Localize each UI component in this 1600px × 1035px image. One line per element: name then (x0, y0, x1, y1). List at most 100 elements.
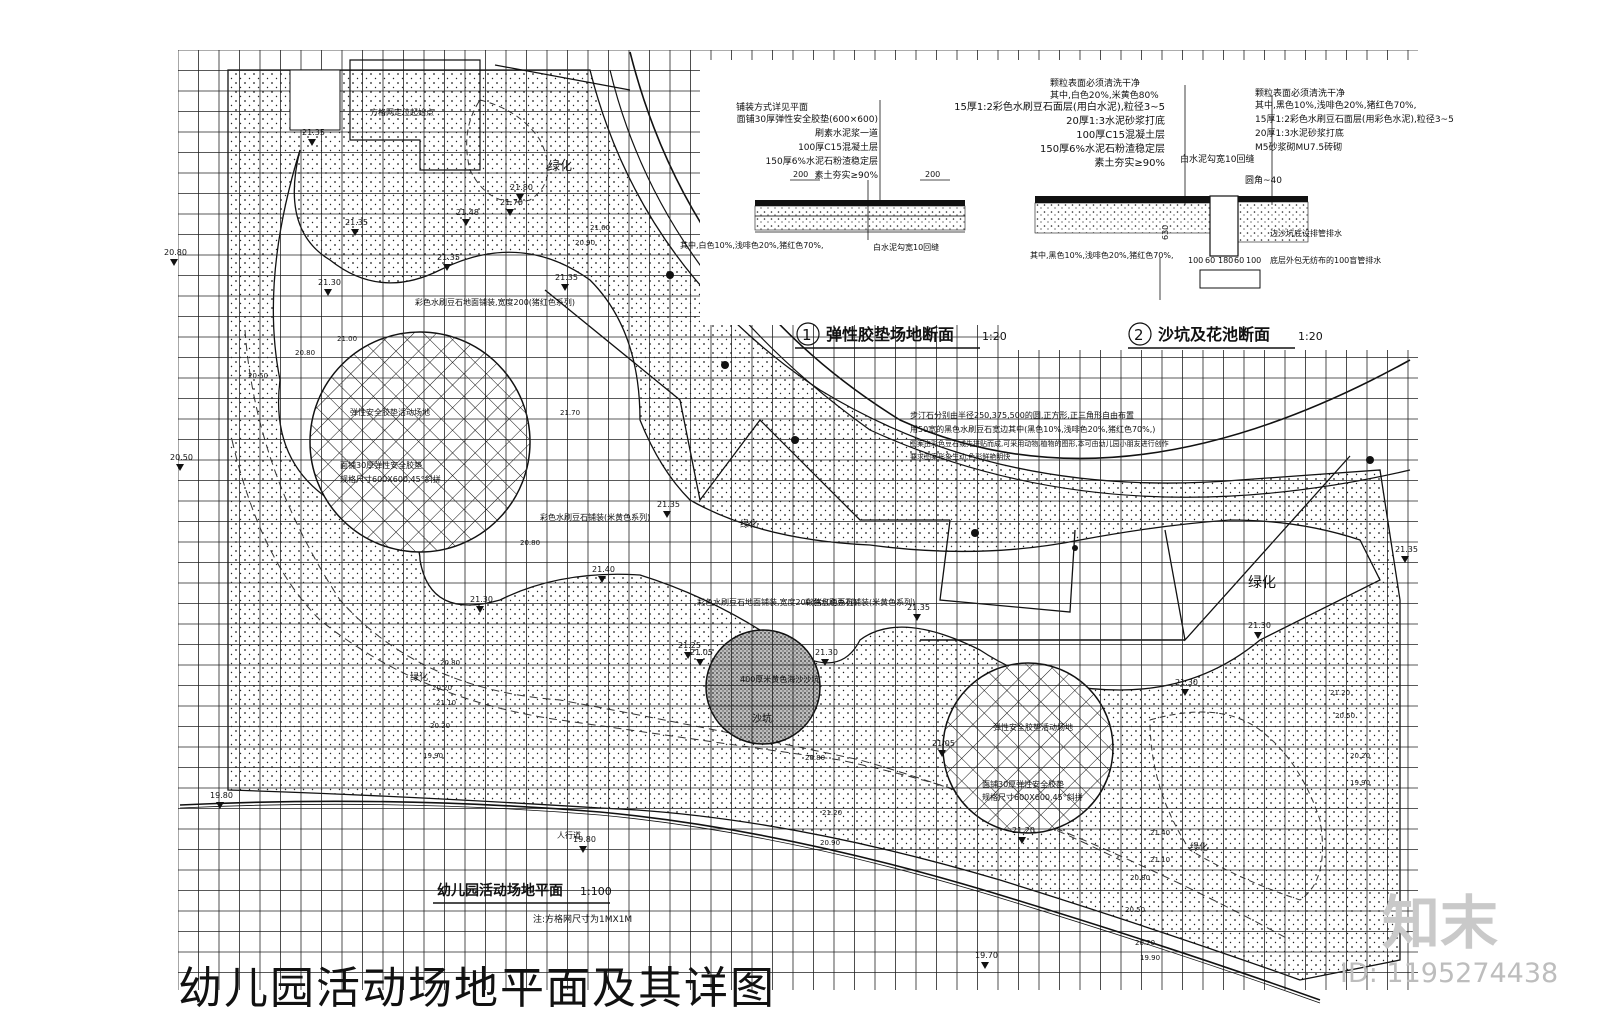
rubber-pad-area-1 (309, 331, 531, 553)
contour-label: 21.20 (822, 809, 842, 817)
note-e: 规格尺寸600X600,45°斜拼 (340, 474, 441, 484)
elevation-marker-icon (170, 259, 178, 266)
s2-dim-1: 60 (1205, 256, 1215, 265)
note-h: 图案由彩色豆石或先拼贴而成,可采用动物,植物的图形,本可由幼儿园小朋友进行创作 (910, 439, 1169, 448)
s2-left-0: 颗粒表面必须清洗干净 (1050, 77, 1140, 89)
contour-label: 19.90 (423, 752, 443, 760)
s1-layer-5: 素土夯实≥90% (814, 169, 878, 181)
elevation-marker-icon (516, 194, 524, 201)
note-k: 彩色水刷豆石铺装(米黄色系列) (805, 597, 915, 607)
elevation-marker-icon (506, 209, 514, 216)
s2-right-3: 20厚1:3水泥砂浆打底 (1255, 127, 1344, 139)
note-g: 用50宽的黑色水刷豆石宽边其中(黑色10%,浅啡色20%,猪红色70%,) (910, 424, 1155, 434)
note-i: 要求图案形象生动,色彩鲜艳明快 (910, 452, 1010, 461)
spot-elevation: 21.70 (500, 198, 523, 207)
s1-dim-b: 200 (925, 170, 940, 179)
note-a: 彩色水刷豆石地面铺装,宽度200(猪红色系列) (415, 297, 575, 307)
elevation-marker-icon (476, 606, 484, 613)
s2-dim-0: 100 (1188, 256, 1203, 265)
elevation-marker-icon (938, 750, 946, 757)
s2-bottom: 底层外包无纺布的100盲管排水 (1270, 255, 1381, 265)
s2-depth: 630 (1161, 225, 1170, 240)
elevation-marker-icon (663, 511, 671, 518)
note-f: 步汀石分别由半径250,375,500的圆,正方形,正三角形自由布置 (910, 410, 1134, 420)
spot-elevation: 21.20 (1012, 826, 1035, 835)
contour-label: 20.80 (1130, 874, 1150, 882)
section-1-drawing (754, 100, 966, 240)
spot-elevation: 21.30 (470, 595, 493, 604)
sand-label: 沙坑 (752, 712, 772, 725)
s2-drain: 边沙坑底设排管排水 (1270, 228, 1342, 238)
spot-elevation: 19.80 (573, 835, 596, 844)
spot-elevation: 19.70 (975, 951, 998, 960)
spot-elevations: 21.3521.3521.3021.3521.3521.3521.4021.30… (164, 128, 1418, 969)
s2-scale: 1:20 (1298, 330, 1323, 343)
contour-label: 19.90 (1140, 954, 1160, 962)
note-j: 彩色水刷豆石地面铺装,宽度200(猪红色系列) (697, 597, 857, 607)
spot-elevation: 21.30 (318, 278, 341, 287)
contour-labels: 20.80 20.50 21.00 20.80 20.80 20.20 21.10 20.20… (248, 224, 1370, 962)
contour-label: 20.50 (1125, 906, 1145, 914)
contour-label: 20.90 (820, 839, 840, 847)
spot-elevation: 21.05 (690, 648, 713, 657)
section-2-drawing (1034, 85, 1309, 300)
s2-dim-2: 180 (1218, 256, 1233, 265)
note-n: 面铺30厚弹性安全胶垫 (982, 779, 1064, 789)
s2-left-3: 20厚1:3水泥砂浆打底 (1066, 114, 1165, 127)
elevation-marker-icon (913, 614, 921, 621)
spot-elevation: 21.30 (1248, 621, 1271, 630)
elevation-marker-icon (216, 802, 224, 809)
contour-label: 21.60 (590, 224, 610, 232)
rubber-pad-area-2 (942, 662, 1114, 834)
contour-label: 21.20 (1330, 689, 1350, 697)
plan-scale: 1:100 (580, 885, 612, 898)
contour-label: 20.80 (805, 754, 825, 762)
s2-right-4: M5砂浆砌MU7.5砖砌 (1255, 141, 1342, 153)
s1-layer-1: 面铺30厚弹性安全胶垫(600×600) (737, 113, 878, 125)
elevation-marker-icon (176, 464, 184, 471)
site-boundary (179, 800, 1321, 1001)
spot-elevation: 21.80 (510, 183, 533, 192)
s2-left-5: 150厚6%水泥石粉渣稳定层 (1040, 142, 1165, 155)
sidewalk-label: 人行道 (557, 830, 581, 840)
spot-elevation: 21.05 (932, 739, 955, 748)
elevation-marker-icon (579, 846, 587, 853)
green-label-3: 绿化 (740, 518, 758, 530)
contour-label: 20.80 (440, 659, 460, 667)
s1-layer-4: 150厚6%水泥石粉渣稳定层 (766, 155, 878, 167)
contour-label: 20.20 (1135, 939, 1155, 947)
spot-elevation: 21.35 (437, 253, 460, 262)
s1-layer-3: 100厚C15混凝土层 (798, 141, 878, 153)
elevation-marker-icon (351, 229, 359, 236)
contour-label: 20.80 (295, 349, 315, 357)
note-l: 400厚米黄色海沙沙坑 (740, 674, 819, 684)
s1-scale: 1:20 (982, 330, 1007, 343)
elevation-marker-icon (696, 659, 704, 666)
elevation-marker-icon (821, 659, 829, 666)
note-p: 方格网定位起始点 (370, 107, 434, 117)
contour-label: 20.20 (432, 684, 452, 692)
green-label-1: 绿化 (548, 158, 572, 173)
contour-label: 21.10 (436, 699, 456, 707)
contour-label: 20.20 (1350, 752, 1370, 760)
contour-label: 21.00 (337, 335, 357, 343)
elevation-marker-icon (1181, 689, 1189, 696)
contour-label: 21.40 (1150, 829, 1170, 837)
contour-label: 21.70 (560, 409, 580, 417)
s1-mix: 其中,白色10%,浅啡色20%,猪红色70%, (680, 240, 824, 250)
elevation-marker-icon (684, 652, 692, 659)
contour-label: 20.50 (1335, 712, 1355, 720)
plan-title: 幼儿园活动场地平面 (437, 882, 563, 899)
building-edge (629, 51, 1411, 460)
spot-elevation: 21.25 (678, 641, 701, 650)
s2-left-4: 100厚C15混凝土层 (1076, 128, 1165, 141)
contour-label: 20.80 (520, 539, 540, 547)
s2-joint: 白水泥勾宽10回缝 (1180, 153, 1254, 165)
spot-elevation: 20.50 (170, 453, 193, 462)
elevation-marker-icon (1018, 837, 1026, 844)
contour-label: 20.20 (430, 722, 450, 730)
contour-label: 21.10 (1150, 856, 1170, 864)
s1-number: 1 (802, 326, 812, 344)
s2-left-1: 其中,白色20%,米黄色80% (1050, 89, 1159, 101)
s2-left-2: 15厚1:2彩色水刷豆石面层(用白水泥),粒径3~5 (954, 100, 1165, 113)
